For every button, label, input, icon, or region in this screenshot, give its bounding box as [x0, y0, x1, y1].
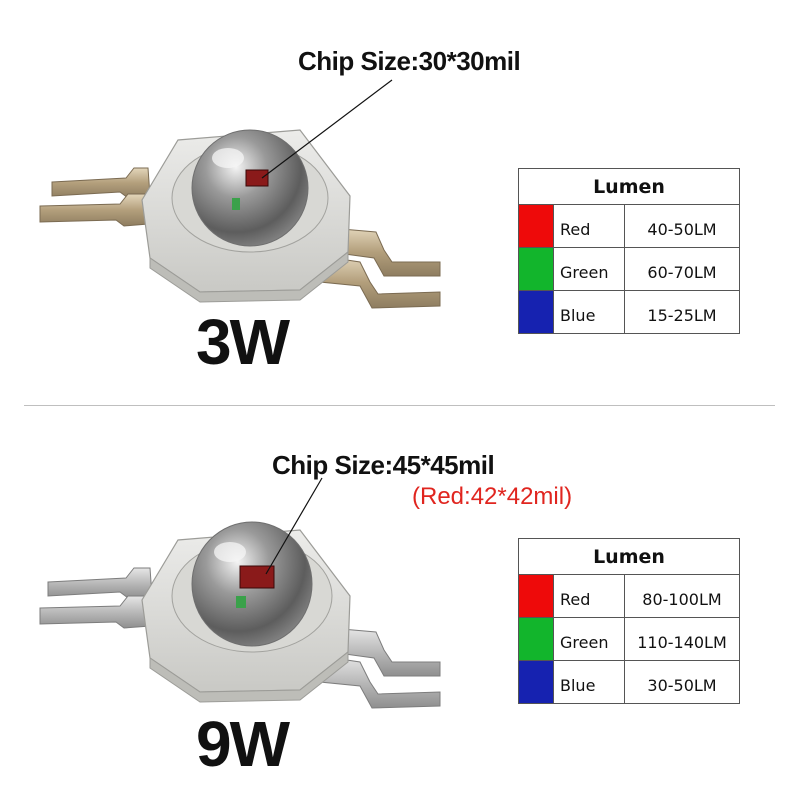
green-swatch [518, 617, 554, 661]
color-name: Red [553, 574, 625, 618]
lumen-value: 110-140LM [624, 617, 740, 661]
leader-line-9w [265, 477, 323, 575]
lumen-value: 40-50LM [624, 204, 740, 248]
color-name: Green [553, 247, 625, 291]
lumen-table-3w: Lumen Red 40-50LM Green 60-70LM Blue 15-… [518, 168, 740, 334]
color-name: Blue [553, 660, 625, 704]
lumen-value: 30-50LM [624, 660, 740, 704]
red-swatch [518, 204, 554, 248]
wattage-label-9w: 9W [196, 708, 290, 780]
red-swatch [518, 574, 554, 618]
table-row: Blue 30-50LM [518, 660, 740, 704]
chip-size-label-3w: Chip Size:30*30mil [298, 46, 521, 76]
red-chip-size-note: (Red:42*42mil) [412, 483, 573, 510]
led-9w-illustration [39, 521, 441, 709]
blue-swatch [518, 290, 554, 334]
lumen-value: 60-70LM [624, 247, 740, 291]
table-row: Green 60-70LM [518, 247, 740, 291]
section-divider [24, 405, 775, 406]
lumen-table-header: Lumen [518, 168, 740, 205]
lumen-table-9w: Lumen Red 80-100LM Green 110-140LM Blue … [518, 538, 740, 704]
green-swatch [518, 247, 554, 291]
table-row: Red 80-100LM [518, 574, 740, 618]
led-3w-illustration [39, 129, 441, 309]
wattage-label-3w: 3W [196, 306, 290, 378]
leader-line-3w [261, 79, 393, 179]
lumen-table-header: Lumen [518, 538, 740, 575]
table-row: Red 40-50LM [518, 204, 740, 248]
lumen-value: 15-25LM [624, 290, 740, 334]
blue-swatch [518, 660, 554, 704]
lumen-value: 80-100LM [624, 574, 740, 618]
table-row: Blue 15-25LM [518, 290, 740, 334]
color-name: Blue [553, 290, 625, 334]
chip-size-label-9w: Chip Size:45*45mil [272, 450, 495, 480]
table-row: Green 110-140LM [518, 617, 740, 661]
color-name: Green [553, 617, 625, 661]
color-name: Red [553, 204, 625, 248]
